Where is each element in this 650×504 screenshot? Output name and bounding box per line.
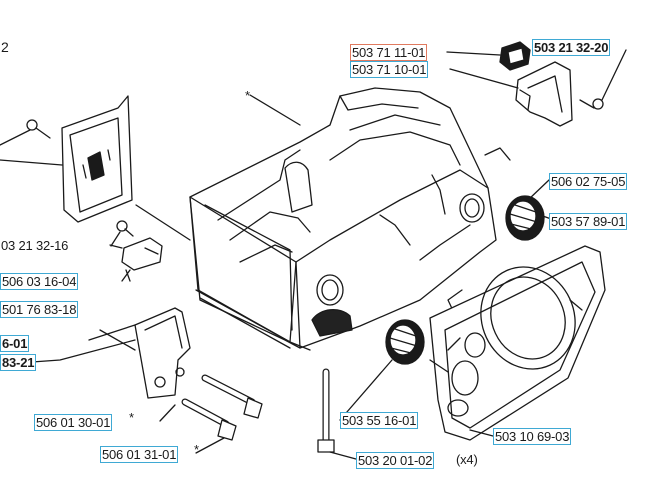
bolt-lower xyxy=(181,398,237,441)
part-label-503-21-32-20: 503 21 32-20 xyxy=(532,39,611,56)
side-cover xyxy=(429,245,606,441)
bolt-vertical xyxy=(317,368,335,453)
asterisk-mark: * xyxy=(245,88,250,103)
part-label-83-21: 83-21 xyxy=(0,354,37,371)
part-label-501-76-83-18: 501 76 83-18 xyxy=(0,301,79,318)
part-label-506-02-75-05: 506 02 75-05 xyxy=(549,173,628,190)
part-label-6-01: 6-01 xyxy=(0,335,30,352)
part-label-506-01-30-01: 506 01 30-01 xyxy=(34,414,113,431)
part-label-503-71-11-01: 503 71 11-01 xyxy=(350,44,428,61)
part-label-506-01-31-01: 506 01 31-01 xyxy=(100,446,179,463)
leader-lines xyxy=(31,49,627,460)
catcher-clip xyxy=(110,220,163,282)
rubber-buffer-upper xyxy=(505,195,545,241)
quantity-note: (x4) xyxy=(456,452,478,467)
part-label-503-20-01-02: 503 20 01-02 xyxy=(356,452,435,469)
lower-bracket xyxy=(134,307,191,399)
asterisk-mark: * xyxy=(129,410,134,425)
part-label-03-21-32-16: 03 21 32-16 xyxy=(1,238,69,253)
screw-left xyxy=(0,119,63,166)
asterisk-mark: * xyxy=(194,442,199,457)
rubber-buffer-lower xyxy=(385,319,425,365)
part-label-503-55-16-01: 503 55 16-01 xyxy=(340,412,419,429)
part-label-506-03-16-04: 506 03 16-04 xyxy=(0,273,79,290)
part-label-503-57-89-01: 503 57 89-01 xyxy=(549,213,628,230)
crankcase-housing xyxy=(189,87,511,351)
top-cover xyxy=(499,41,604,127)
part-label-503-71-10-01: 503 71 10-01 xyxy=(350,61,429,78)
part-label-503-10-69-03: 503 10 69-03 xyxy=(493,428,572,445)
page-number: 2 xyxy=(1,39,9,55)
bolt-upper xyxy=(201,374,263,419)
chain-guide-plate xyxy=(61,95,133,223)
